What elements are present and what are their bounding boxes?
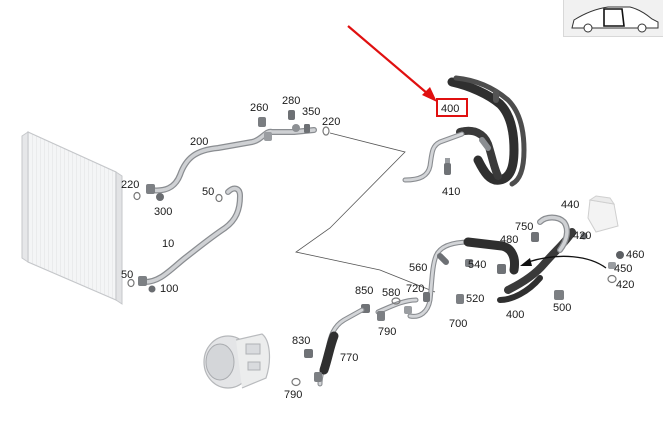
fitting-260[interactable] bbox=[258, 117, 272, 141]
part-label-770[interactable]: 770 bbox=[340, 352, 358, 364]
part-label-10[interactable]: 10 bbox=[162, 238, 174, 250]
part-label-520[interactable]: 520 bbox=[466, 293, 484, 305]
part-label-220[interactable]: 220 bbox=[121, 179, 139, 191]
fitting-410[interactable] bbox=[444, 158, 451, 175]
part-label-500[interactable]: 500 bbox=[553, 302, 571, 314]
part-label-580[interactable]: 580 bbox=[382, 287, 400, 299]
part-label-830[interactable]: 830 bbox=[292, 335, 310, 347]
ac-compressor[interactable] bbox=[203, 333, 271, 389]
fittings-center[interactable] bbox=[361, 297, 412, 321]
part-label-420[interactable]: 420 bbox=[616, 279, 634, 291]
part-label-280[interactable]: 280 bbox=[282, 95, 300, 107]
condenser-unit[interactable] bbox=[21, 131, 123, 305]
oring-220-top[interactable] bbox=[322, 126, 330, 136]
part-label-440[interactable]: 440 bbox=[561, 199, 579, 211]
highlight-annotation bbox=[347, 25, 468, 117]
part-label-220[interactable]: 220 bbox=[322, 116, 340, 128]
hose-770[interactable] bbox=[317, 307, 365, 387]
part-label-540[interactable]: 540 bbox=[468, 259, 486, 271]
hose-assembly-lower[interactable] bbox=[407, 214, 576, 319]
part-label-790[interactable]: 790 bbox=[378, 326, 396, 338]
hose-assembly-400-top[interactable] bbox=[402, 75, 527, 187]
part-label-720[interactable]: 720 bbox=[406, 283, 424, 295]
part-label-450[interactable]: 450 bbox=[614, 263, 632, 275]
pipe-10[interactable] bbox=[142, 185, 244, 285]
fittings-lower-right[interactable] bbox=[423, 232, 624, 304]
part-number-labels: 2602803502202002203005010501004004104407… bbox=[121, 95, 644, 401]
part-label-200[interactable]: 200 bbox=[190, 136, 208, 148]
part-label-50[interactable]: 50 bbox=[121, 269, 133, 281]
part-label-400[interactable]: 400 bbox=[506, 309, 524, 321]
direction-arrow bbox=[520, 255, 607, 269]
pipe-200[interactable] bbox=[147, 127, 317, 194]
fitting-280[interactable] bbox=[288, 110, 300, 132]
leader-lines bbox=[295, 132, 436, 293]
part-label-260[interactable]: 260 bbox=[250, 102, 268, 114]
part-label-50[interactable]: 50 bbox=[202, 186, 214, 198]
part-label-790[interactable]: 790 bbox=[284, 389, 302, 401]
part-label-750[interactable]: 750 bbox=[515, 221, 533, 233]
part-label-410[interactable]: 410 bbox=[442, 186, 460, 198]
part-label-480[interactable]: 480 bbox=[500, 234, 518, 246]
bracket-440[interactable] bbox=[587, 195, 619, 233]
part-label-350[interactable]: 350 bbox=[302, 106, 320, 118]
part-label-300[interactable]: 300 bbox=[154, 206, 172, 218]
car-door-icon bbox=[571, 6, 659, 33]
part-label-700[interactable]: 700 bbox=[449, 318, 467, 330]
part-label-850[interactable]: 850 bbox=[355, 285, 373, 297]
part-label-460[interactable]: 460 bbox=[626, 249, 644, 261]
part-label-560[interactable]: 560 bbox=[409, 262, 427, 274]
part-label-400[interactable]: 400 bbox=[441, 103, 459, 115]
fittings-left[interactable] bbox=[127, 184, 223, 293]
fittings-830[interactable] bbox=[291, 349, 322, 387]
fitting-350[interactable] bbox=[304, 124, 310, 133]
car-door-thumbnail[interactable] bbox=[563, 0, 663, 37]
part-label-100[interactable]: 100 bbox=[160, 283, 178, 295]
part-label-420[interactable]: 420 bbox=[573, 230, 591, 242]
